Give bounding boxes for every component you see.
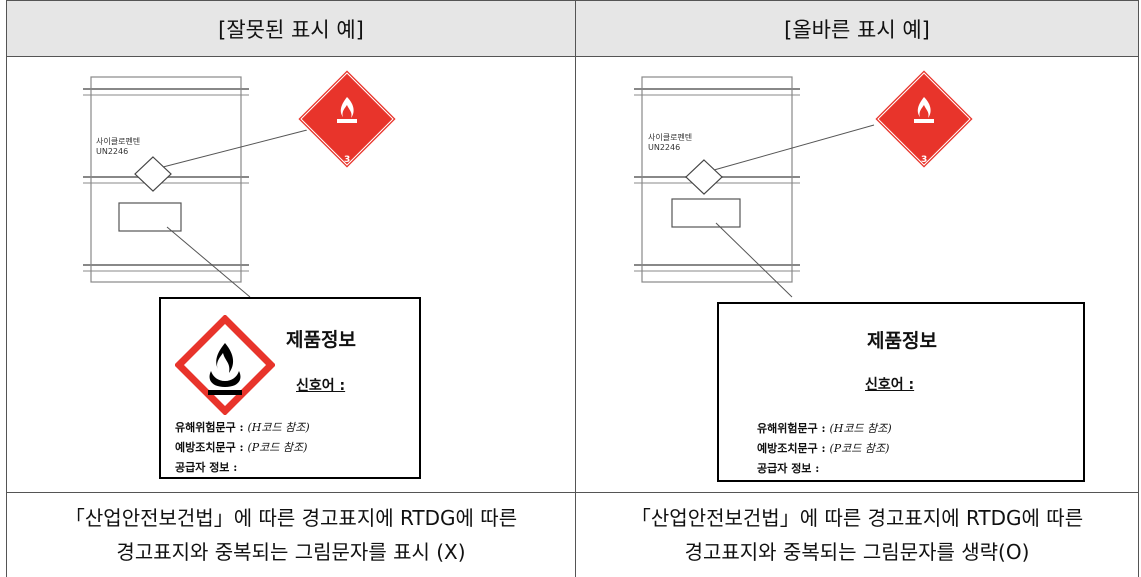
drum-un-text: UN2246	[648, 143, 681, 152]
correct-example-illustration: 3 사이클로펜텐 UN2246 제품정보 신호어 : 유해위험문구 : (H코드…	[575, 56, 1139, 493]
wrong-example-drawing	[83, 67, 399, 298]
drum-product-name: 사이클로펜텐 UN2246	[648, 133, 692, 153]
caption-line-2: 경고표지와 중복되는 그림문자를 생략(O)	[684, 540, 1030, 564]
caption-line-2: 경고표지와 중복되는 그림문자를 표시 (X)	[116, 540, 466, 564]
drum-name-text: 사이클로펜텐	[96, 137, 141, 146]
info-box-title: 제품정보	[867, 330, 937, 352]
precaution-ref: (P코드 참조)	[829, 442, 890, 455]
supplier-line: 공급자 정보 :	[757, 462, 820, 475]
info-box-title: 제품정보	[286, 329, 356, 351]
header-wrong-example: [잘못된 표시 예]	[6, 0, 576, 57]
hazard-ref: (H코드 참조)	[247, 421, 310, 434]
hazard-statement-line: 유해위험문구 : (H코드 참조)	[175, 419, 310, 435]
caption-line-1: 「산업안전보건법」에 따른 경고표지에 RTDG에 따른	[630, 506, 1084, 530]
supplier-line: 공급자 정보 :	[175, 461, 238, 474]
drum-diamond-icon	[134, 156, 172, 192]
placard-class-number: 3	[921, 155, 928, 165]
header-wrong-label: [잘못된 표시 예]	[218, 17, 364, 42]
drum-diamond-icon	[685, 159, 723, 195]
precaution-ref: (P코드 참조)	[247, 441, 308, 454]
wrong-example-caption: 「산업안전보건법」에 따른 경고표지에 RTDG에 따른 경고표지와 중복되는 …	[6, 492, 576, 577]
product-info-box: 제품정보 신호어 : 유해위험문구 : (H코드 참조) 예방조치문구 : (P…	[159, 297, 421, 479]
drum-product-name: 사이클로펜텐 UN2246	[96, 137, 140, 157]
ghs-flame-pictogram-icon	[175, 315, 275, 415]
correct-example-caption: 「산업안전보건법」에 따른 경고표지에 RTDG에 따른 경고표지와 중복되는 …	[575, 492, 1139, 577]
un-class3-placard-icon	[295, 67, 399, 171]
signal-word-label: 신호어 :	[865, 377, 915, 393]
hazard-ref: (H코드 참조)	[829, 422, 892, 435]
drum-un-text: UN2246	[96, 147, 129, 156]
caption-line-1: 「산업안전보건법」에 따른 경고표지에 RTDG에 따른	[64, 506, 518, 530]
precaution-label: 예방조치문구 :	[757, 442, 826, 455]
un-class3-placard-icon	[872, 67, 976, 171]
precaution-statement-line: 예방조치문구 : (P코드 참조)	[757, 440, 889, 456]
placard-class-number: 3	[344, 155, 351, 165]
hazard-statement-line: 유해위험문구 : (H코드 참조)	[757, 420, 892, 436]
product-info-box: 제품정보 신호어 : 유해위험문구 : (H코드 참조) 예방조치문구 : (P…	[717, 302, 1085, 482]
correct-example-drawing	[634, 67, 976, 298]
precaution-statement-line: 예방조치문구 : (P코드 참조)	[175, 439, 307, 455]
hazard-label: 유해위험문구 :	[757, 422, 826, 435]
drum-icon	[83, 76, 249, 283]
header-correct-example: [올바른 표시 예]	[575, 0, 1139, 57]
hazard-label: 유해위험문구 :	[175, 421, 244, 434]
precaution-label: 예방조치문구 :	[175, 441, 244, 454]
wrong-example-illustration: 3 사이클로펜텐 UN2246 제품정보 신호어 : 유해위험문구 : (H코드…	[6, 56, 576, 493]
header-correct-label: [올바른 표시 예]	[784, 17, 930, 42]
drum-name-text: 사이클로펜텐	[648, 133, 693, 142]
signal-word-label: 신호어 :	[296, 378, 346, 394]
